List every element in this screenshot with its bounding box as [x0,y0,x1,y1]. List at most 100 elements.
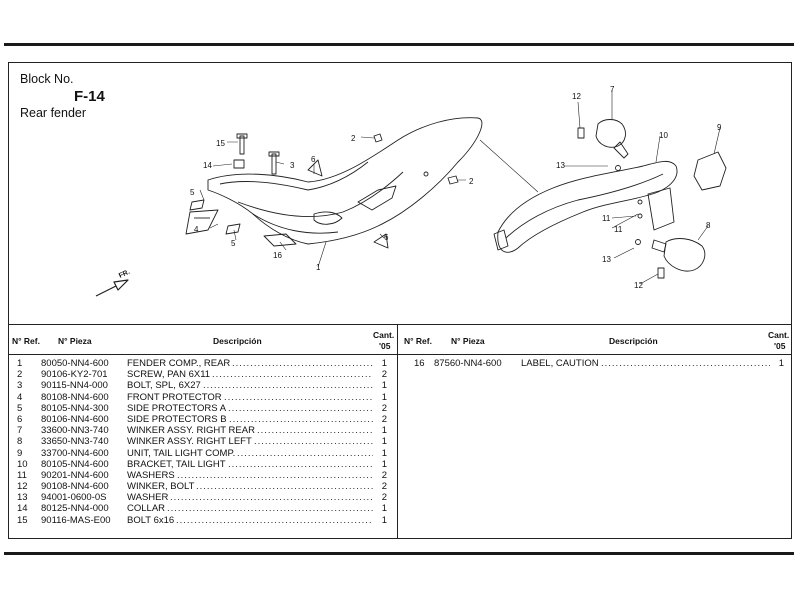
leader-dots: ........................................… [196,481,373,493]
header-qty-left: Cant. [373,330,395,340]
leader-dots: ........................................… [224,391,373,403]
front-direction-label: FR. [118,269,131,280]
quantity-cell: 1 [381,380,387,392]
bottom-rule [4,552,794,555]
leader-dots: ........................................… [170,492,373,504]
description-cell: BRACKET, TAIL LIGHT [127,458,226,470]
part-number-cell: 80125-NN4-000 [41,503,109,515]
callout-5a: 5 [190,188,195,197]
ref-cell: 13 [17,492,28,504]
description-cell: BOLT 6x16 [127,514,175,526]
description-cell: WINKER ASSY. RIGHT REAR [127,425,255,437]
part-number-cell: 90108-NN4-600 [41,481,109,493]
table-row: 11 90201-NN4-600 WASHERS..................… [17,470,392,481]
tail-light-unit [693,151,727,191]
caution-label [263,233,297,247]
ref-cell: 10 [17,458,28,470]
header-year-left: '05 [379,341,391,351]
description-cell: COLLAR [127,503,166,515]
header-part-left: N° Pieza [58,336,92,346]
part-number-cell: 33600-NN3-740 [41,425,109,437]
table-row: 15 90116-MAS-E00 BOLT 6x16................… [17,515,392,526]
parts-sheet-frame [8,62,792,539]
quantity-cell: 2 [381,492,387,504]
part-number-cell: 90115-NN4-000 [41,380,108,392]
description-cell: SCREW, PAN 6X11 [127,369,211,381]
part-number-cell: 90116-MAS-E00 [41,514,111,526]
quantity-cell: 1 [381,391,387,403]
callout-2a: 2 [351,134,356,143]
ref-cell: 15 [17,514,28,526]
description-cell: FENDER COMP., REAR [127,358,231,369]
description-cell: UNIT, TAIL LIGHT COMP. [127,447,236,459]
leader-dots: ........................................… [229,413,373,425]
description-cell: WASHERS [127,469,175,481]
rear-fender-body [207,117,483,245]
ref-cell: 16 [414,358,425,369]
table-row: 7 33600-NN3-740 WINKER ASSY. RIGHT REAR...… [17,425,392,436]
leader-dots: ........................................… [601,358,770,369]
ref-cell: 12 [17,481,28,493]
part-number-cell: 80106-NN4-600 [41,413,109,425]
callout-6a: 6 [311,155,316,164]
leader-dots: ........................................… [237,447,373,459]
table-header-border [8,354,792,355]
quantity-cell: 2 [381,469,387,481]
description-cell: SIDE PROTECTORS B [127,413,227,425]
part-number-cell: 94001-0600-0S [41,492,107,504]
ref-cell: 9 [17,447,23,459]
table-top-border [8,324,792,325]
ref-cell: 3 [17,380,23,392]
leader-dots: ........................................… [212,369,373,381]
front-protector [185,209,219,235]
callout-10: 10 [659,131,668,140]
leader-dots: ........................................… [176,514,373,526]
screw-2b [447,175,459,185]
callout-7: 7 [610,85,615,94]
part-number-cell: 90201-NN4-600 [41,469,109,481]
ref-cell: 14 [17,503,28,515]
part-number-cell: 33700-NN4-600 [41,447,109,459]
ref-cell: 11 [17,469,27,481]
ref-cell: 7 [17,425,23,437]
header-ref-right: N° Ref. [404,336,432,346]
quantity-cell: 1 [381,425,387,437]
leader-dots: ........................................… [254,436,373,448]
quantity-cell: 1 [381,436,387,448]
quantity-cell: 1 [381,358,387,369]
exploded-parts-diagram: 15 14 3 2 6 5 4 5 16 1 6 2 12 7 13 10 9 … [95,85,727,297]
header-ref-left: N° Ref. [12,336,40,346]
part-number-cell: 90106-KY2-701 [41,369,108,381]
table-row: 6 80106-NN4-600 SIDE PROTECTORS B.........… [17,414,392,425]
winker-left [663,238,706,272]
ref-cell: 1 [17,358,23,369]
leader-dots: ........................................… [257,425,373,437]
callout-5b: 5 [231,239,236,248]
bolt-3 [268,151,280,175]
ref-cell: 2 [17,369,23,381]
header-desc-left: Descripción [213,336,262,346]
block-code: F-14 [74,88,105,105]
callout-12a: 12 [572,92,581,101]
part-number-cell: 80050-NN4-600 [41,358,109,369]
leader-dots: ........................................… [228,458,373,470]
table-row: 9 33700-NN4-600 UNIT, TAIL LIGHT COMP.....… [17,448,392,459]
table-row: 2 90106-KY2-701 SCREW, PAN 6X11...........… [17,369,392,380]
description-cell: SIDE PROTECTORS A [127,402,227,414]
leader-dots: ........................................… [177,469,373,481]
ref-cell: 6 [17,413,23,425]
description-cell: WASHER [127,492,169,504]
parts-list-left: 1 80050-NN4-600 FENDER COMP., REAR........… [17,358,392,526]
description-cell: WINKER, BOLT [127,481,195,493]
winker-rear [595,119,626,148]
quantity-cell: 1 [381,514,387,526]
callout-16: 16 [273,251,282,260]
part-number-cell: 87560-NN4-600 [434,358,502,369]
leader-dots: ........................................… [228,402,373,414]
screw-2a [373,133,383,143]
header-desc-right: Descripción [609,336,658,346]
